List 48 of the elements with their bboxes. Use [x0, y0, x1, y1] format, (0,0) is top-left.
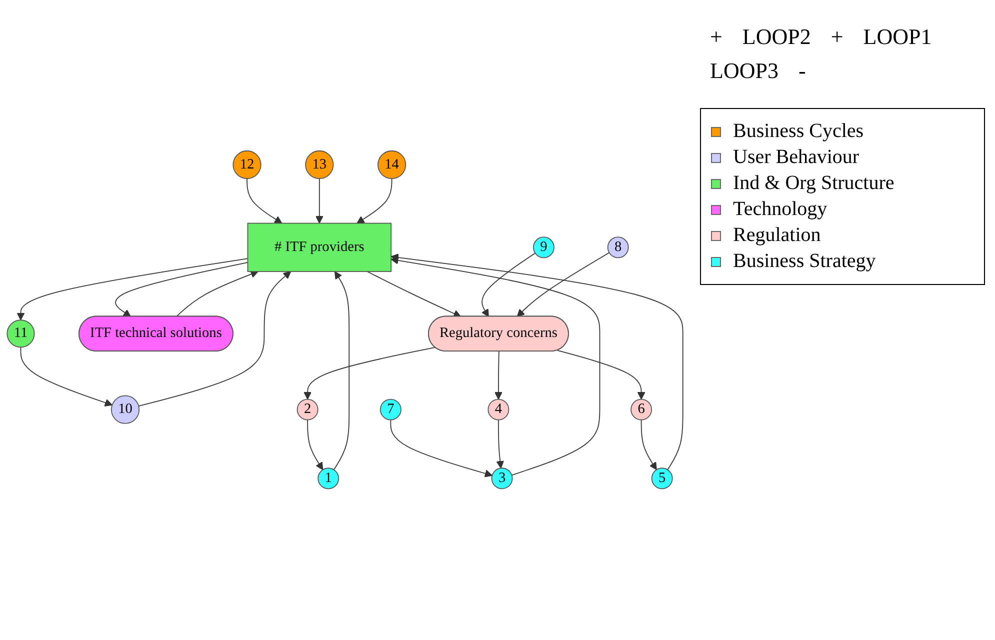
node-circle: 4 — [488, 398, 510, 420]
node-circle: 8 — [607, 236, 629, 258]
arrow — [176, 270, 258, 318]
arrow — [366, 271, 462, 318]
loop-label: LOOP1 — [863, 24, 932, 50]
arrow — [496, 419, 504, 469]
arrow — [356, 178, 392, 224]
node-circle: 9 — [533, 236, 554, 258]
arrow — [333, 271, 350, 470]
arrow — [390, 419, 493, 478]
legend-label: Technology — [733, 198, 828, 221]
node-box: # ITF providers — [247, 222, 392, 272]
node-circle: 3 — [491, 468, 513, 490]
arrow — [516, 252, 610, 317]
arrow — [390, 256, 600, 476]
arrow — [304, 346, 436, 400]
arrow — [482, 252, 536, 317]
node-circle: 10 — [110, 395, 140, 424]
arrow — [307, 419, 324, 470]
node-circle: 11 — [6, 320, 35, 348]
loop-label: + — [710, 24, 722, 50]
arrow — [390, 254, 684, 470]
node-circle: 6 — [630, 398, 652, 420]
node-circle: 12 — [232, 150, 262, 180]
legend-label: Regulation — [733, 224, 821, 247]
loop-label: LOOP3 — [710, 58, 778, 84]
node-circle: 1 — [318, 468, 340, 490]
legend-label: Ind & Org Structure — [733, 172, 894, 195]
node-circle: 5 — [651, 468, 673, 490]
arrow — [16, 258, 248, 320]
arrow — [640, 419, 657, 470]
legend-label: Business Strategy — [733, 250, 876, 273]
arrow — [315, 178, 324, 224]
arrow — [20, 346, 113, 406]
arrow — [246, 178, 282, 224]
arrow — [138, 271, 292, 407]
node-circle: 2 — [296, 398, 318, 420]
node-circle: 14 — [378, 150, 406, 180]
legend-label: Business Cycles — [733, 120, 864, 143]
arrow — [557, 350, 646, 400]
loop-label: + — [830, 24, 844, 50]
legend-label: User Behaviour — [733, 146, 860, 169]
loop-label: LOOP2 — [742, 24, 811, 50]
arrow — [115, 262, 248, 317]
node-circle: 13 — [305, 150, 334, 180]
arrow — [494, 351, 502, 400]
loop-label: - — [798, 58, 806, 84]
node-circle: 7 — [380, 398, 402, 420]
